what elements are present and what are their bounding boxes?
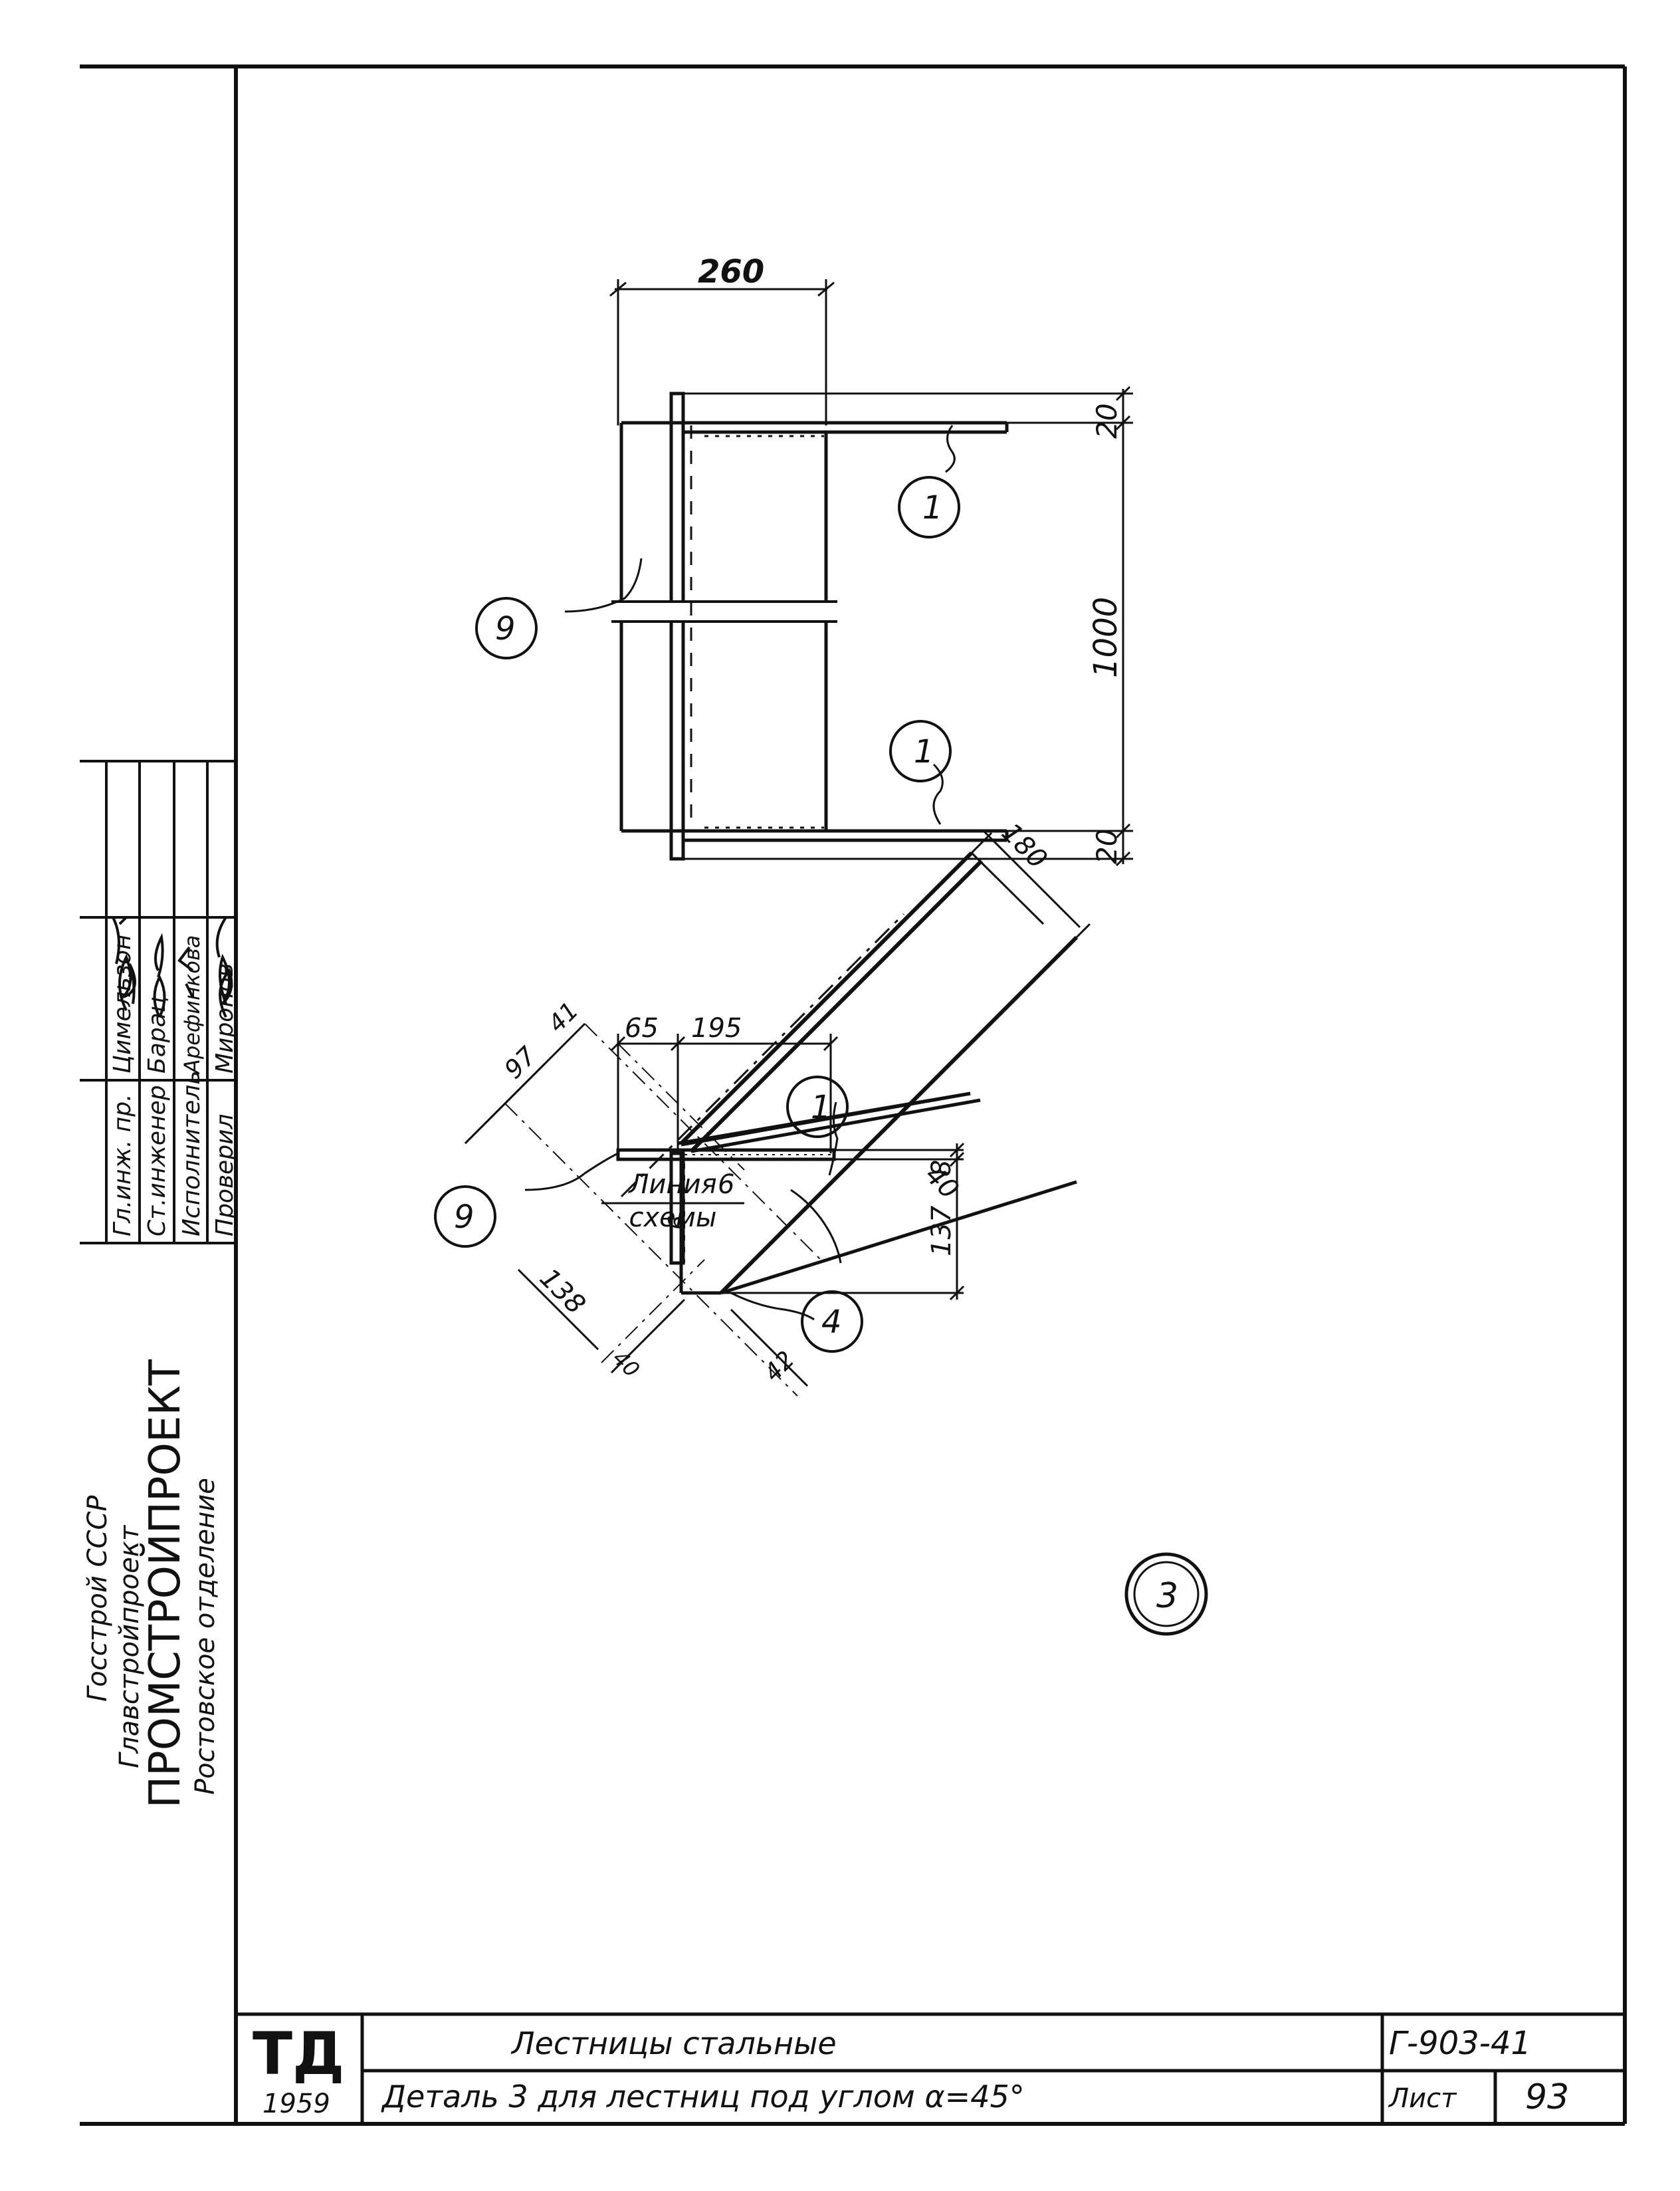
svg-text:9: 9	[454, 1199, 474, 1236]
callout-part-1-section: 1	[786, 1076, 849, 1138]
callout-part-1a: 1	[898, 476, 960, 538]
section-leaders	[524, 1101, 842, 1321]
org-line-4: Ростовское отделение	[190, 1478, 221, 1795]
sheet-number: 93	[1525, 2077, 1569, 2117]
svg-text:3: 3	[1156, 1576, 1178, 1616]
sig-name-4: Миронов	[211, 963, 239, 1074]
dim-42: 42	[759, 1346, 799, 1387]
dim-height: 1000	[1087, 597, 1124, 678]
org-line-3: ПРОМСТРОЙПРОЕКТ	[140, 1359, 190, 1808]
org-line-1: Госстрой СССР	[82, 1495, 113, 1702]
dim-137: 137	[926, 1205, 957, 1256]
signature-scribbles	[112, 916, 233, 1018]
drawing-title-sub: Деталь 3 для лестниц под углом α=45°	[381, 2079, 1025, 2115]
schema-line-label: Линия схемы	[601, 1170, 744, 1232]
section-view	[616, 1092, 1077, 1295]
callout-plate-9-section: 9	[434, 1185, 496, 1248]
sig-role-3: Исполнитель	[178, 1070, 205, 1236]
title-block-grid	[236, 2012, 1625, 2124]
top-view: 260 20 1000 20 1 1 9	[475, 253, 1133, 867]
sheet-label: Лист	[1388, 2083, 1457, 2114]
svg-text:1: 1	[811, 1089, 831, 1126]
schema-line-label-bottom: схемы	[629, 1203, 717, 1233]
dim-97: 97	[498, 1041, 542, 1084]
break-lines	[611, 600, 837, 623]
section-dims	[464, 830, 1091, 1387]
section-welds	[684, 1154, 831, 1263]
top-view-outline	[619, 392, 1009, 861]
dim-180: 180	[996, 818, 1053, 875]
dim-195: 195	[691, 1013, 742, 1044]
dim-ticks	[609, 281, 1131, 867]
weld-marks	[690, 425, 824, 829]
sig-name-3: Арефинкова	[179, 935, 205, 1075]
title-year: 1959	[262, 2089, 330, 2119]
section-dim-ticks	[610, 1036, 965, 1301]
drawing-code: Г-903-41	[1389, 2025, 1531, 2062]
stringer-lower-45	[719, 935, 1079, 1295]
construction-lines	[504, 1023, 825, 1397]
td-logo: ТД	[253, 2019, 344, 2088]
sig-role-2: Ст.инженер	[144, 1085, 171, 1236]
dim-bottom: 20	[1091, 829, 1123, 864]
svg-text:9: 9	[495, 610, 516, 647]
weld-6b: 6	[664, 1215, 690, 1230]
sheet-frame	[80, 64, 1627, 2126]
section-strokes	[616, 1092, 1077, 1295]
sig-role-4: Проверил	[211, 1113, 239, 1236]
sig-role-1: Гл.инж. пр.	[109, 1094, 136, 1236]
weld-6a: 6	[718, 1169, 734, 1200]
dim-65: 65	[625, 1013, 659, 1044]
schema-line	[620, 913, 905, 1198]
org-stamp: Госстрой СССР Главстройпроект ПРОМСТРОЙП…	[82, 1359, 221, 1808]
break-gap	[611, 602, 837, 622]
svg-text:1: 1	[922, 489, 943, 526]
stringer-upper-45	[679, 851, 984, 1153]
detail-mark: 3	[1124, 1552, 1208, 1636]
dim-138: 138	[534, 1263, 591, 1321]
dim-top: 20	[1091, 404, 1123, 439]
callout-plate-9-top: 9	[475, 597, 538, 659]
dim-width: 260	[698, 253, 764, 290]
dim-8: 8	[926, 1160, 957, 1177]
schema-line-label-top: Линия	[629, 1169, 717, 1200]
svg-text:4: 4	[821, 1304, 842, 1341]
callout-part-1b: 1	[889, 720, 952, 782]
org-line-2: Главстройпроект	[114, 1524, 145, 1768]
callout-part-4: 4	[801, 1290, 863, 1353]
top-view-dims	[564, 279, 1133, 864]
signature-grid	[80, 760, 236, 1244]
drawing-title-main: Лестницы стальные	[510, 2025, 837, 2061]
svg-text:1: 1	[914, 733, 934, 770]
